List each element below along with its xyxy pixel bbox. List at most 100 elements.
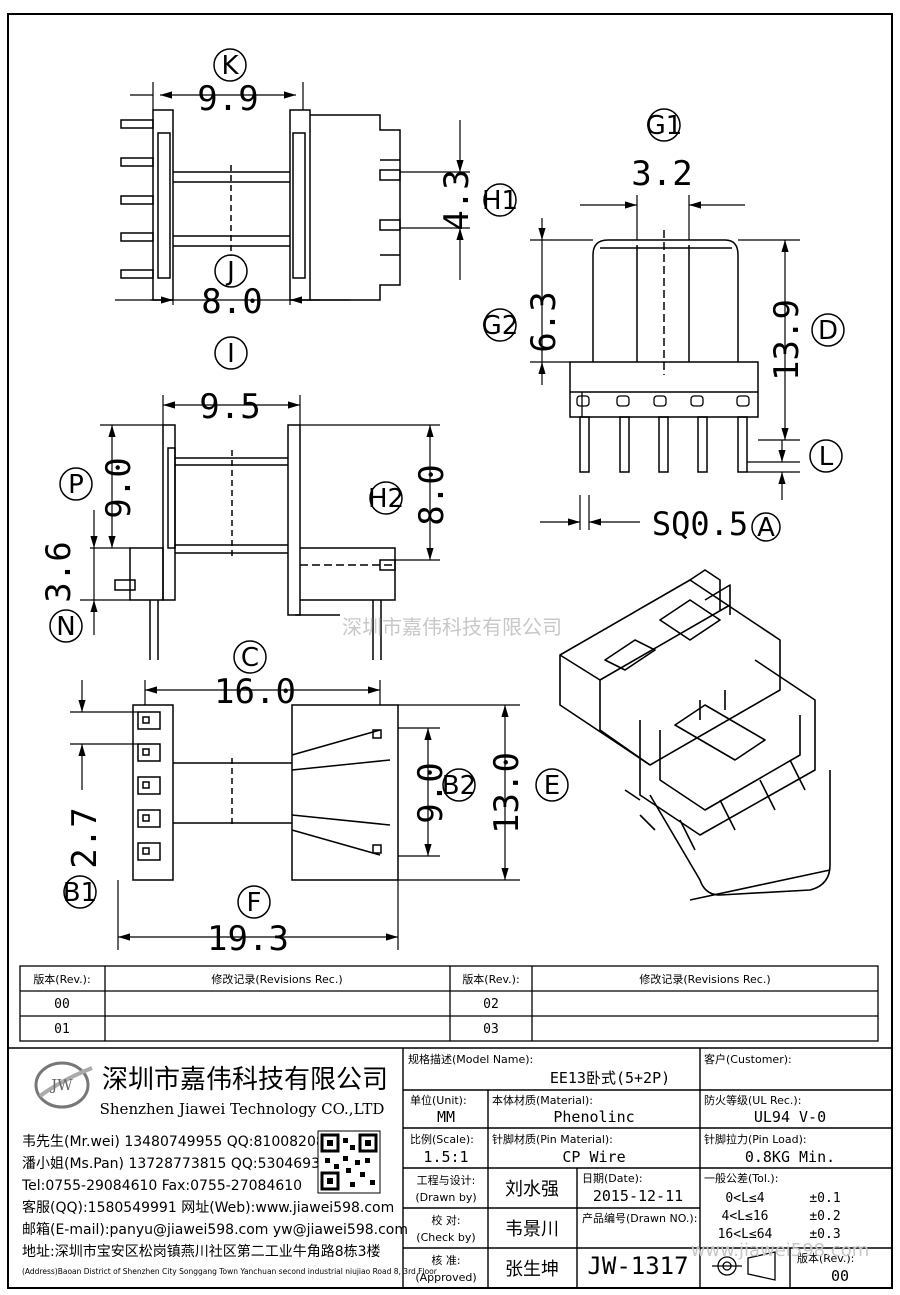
rev-label: 版本(Rev.): [797,1251,854,1265]
unit-label: 单位(Unit): [410,1093,467,1107]
dim-value-p: 9.0 [99,457,139,518]
dim-letter-e: E [544,771,560,801]
tol-value-2: ±0.2 [809,1209,840,1224]
scale-value: 1.5:1 [423,1148,468,1166]
contact-line-1: 韦先生(Mr.wei) 13480749955 QQ:810082088 [22,1134,334,1150]
dimension-letter-circles [49,48,845,919]
date-label: 日期(Date): [582,1172,643,1185]
dim-value-i: 9.5 [199,387,260,427]
check-label-en: (Check by) [416,1231,475,1244]
address-cn: 地址:深圳市宝安区松岗镇燕川社区第二工业牛角路8栋3楼 [22,1243,381,1260]
dimension-lines [70,82,800,950]
drawn-value: 刘水强 [505,1179,559,1200]
dim-letter-k: K [221,51,239,81]
date-value: 2015-12-11 [593,1187,683,1205]
drawn-no-label: 产品编号(Drawn NO.): [582,1211,697,1225]
dim-value-h1: 4.3 [437,169,477,230]
check-value: 韦景川 [505,1219,559,1240]
rev-col-label-2: 版本(Rev.): [462,972,519,986]
tol-range-1: 0<L≤4 [725,1191,764,1206]
model-value: EE13卧式(5+2P) [550,1069,670,1087]
dim-value-b2: 9.0 [411,762,451,823]
dimension-values: 9.9 8.0 4.3 3.2 6.3 13.9 SQ0.5 9.5 9.0 8… [39,79,807,959]
address-en: (Address)Baoan District of Shenzhen City… [22,1267,438,1276]
rev-row-03: 03 [483,1022,499,1037]
company-name-cn: 深圳市嘉伟科技有限公司 [102,1065,388,1095]
dim-letter-b2: B2 [442,771,476,801]
view-top-bottom [132,704,399,881]
title-block-frame [8,1047,892,1288]
customer-label: 客户(Customer): [704,1052,792,1066]
dim-letter-a: A [757,513,775,543]
dim-letter-p: P [68,470,84,500]
dim-value-n: 3.6 [39,541,79,602]
dim-value-j: 8.0 [201,282,262,322]
model-label: 规格描述(Model Name): [408,1052,533,1066]
view-side-top [120,109,401,301]
qr-code [317,1130,381,1194]
dim-letter-j: J [225,257,235,287]
rev-row-00: 00 [54,997,70,1012]
company-name-en: Shenzhen Jiawei Technology CO.,LTD [100,1100,385,1118]
revision-table-text: 版本(Rev.): 修改记录(Revisions Rec.) 版本(Rev.):… [33,972,770,1037]
material-value: Phenolinc [553,1108,634,1126]
view-front-right [569,230,759,473]
approved-value: 张生坤 [505,1259,559,1280]
dim-letter-d: D [818,316,838,346]
rev-row-01: 01 [54,1022,70,1037]
dim-value-k: 9.9 [197,79,258,119]
rev-value: 00 [831,1267,849,1285]
contact-line-4: 客服(QQ):1580549991 网址(Web):www.jiawei598.… [22,1199,394,1216]
title-block-text: 规格描述(Model Name): EE13卧式(5+2P) 客户(Custom… [408,1052,854,1285]
tol-value-3: ±0.3 [809,1227,840,1242]
approved-label-en: (Approved) [415,1271,476,1284]
material-label: 本体材质(Material): [492,1093,593,1107]
pin-material-value: CP Wire [562,1148,625,1166]
approved-label: 核 准: [431,1253,460,1267]
check-label: 校 对: [431,1213,460,1227]
drawn-label-en: (Drawn by) [415,1191,476,1204]
scale-label: 比例(Scale): [410,1132,474,1146]
contact-line-2: 潘小姐(Ms.Pan) 13728773815 QQ:530469346 [22,1156,338,1172]
drawn-no-value: JW-1317 [587,1252,688,1280]
dim-letter-l: L [819,442,834,472]
dim-value-g1: 3.2 [631,154,692,194]
dim-value-sq: SQ0.5 [652,505,748,543]
dim-value-g2: 6.3 [524,291,564,352]
ul-label: 防火等级(UL Rec.): [704,1093,801,1107]
dim-letter-h1: H1 [482,186,518,216]
dim-letter-n: N [56,612,75,642]
dim-letter-i: I [227,339,235,369]
dim-letter-f: F [247,888,262,918]
dim-value-b1: 2.7 [65,807,105,868]
dim-value-e: 13.0 [487,752,527,834]
contacts: 韦先生(Mr.wei) 13480749955 QQ:810082088 潘小姐… [21,1134,438,1276]
dimension-letters: K J H1 G1 G2 D L A I P H2 N C B2 E B1 F [56,51,838,918]
dim-value-d: 13.9 [767,299,807,381]
pin-load-label: 针脚拉力(Pin Load): [704,1132,807,1146]
view-isometric [559,569,831,901]
rec-col-label-1: 修改记录(Revisions Rec.) [211,972,342,986]
watermark-text: 深圳市嘉伟科技有限公司 [342,615,562,639]
contact-line-3: Tel:0755-29084610 Fax:0755-27084610 [21,1178,302,1194]
drawn-label: 工程与设计: [417,1174,476,1187]
view-side-middle [114,424,396,660]
contact-line-5: 邮箱(E-mail):panyu@jiawei598.com yw@jiawei… [22,1222,408,1238]
dim-letter-g1: G1 [646,111,683,141]
tol-range-3: 16<L≤64 [718,1227,773,1242]
pin-material-label: 针脚材质(Pin Material): [492,1132,613,1146]
tolerance-label: 一般公差(Tol.): [704,1171,778,1185]
logo-text: JW [49,1076,73,1094]
url-watermark: www.jiawei598.com [691,1240,870,1261]
company-logo: JW [34,1061,93,1109]
unit-value: MM [437,1108,455,1126]
revision-table [19,965,879,1042]
rec-col-label-2: 修改记录(Revisions Rec.) [639,972,770,986]
dim-letter-b1: B1 [63,878,97,908]
projection-symbol-icon [712,1251,776,1281]
dim-value-h2: 8.0 [412,464,452,525]
dim-letter-c: C [241,643,259,673]
ul-value: UL94 V-0 [754,1108,826,1126]
page-border [7,13,893,1289]
